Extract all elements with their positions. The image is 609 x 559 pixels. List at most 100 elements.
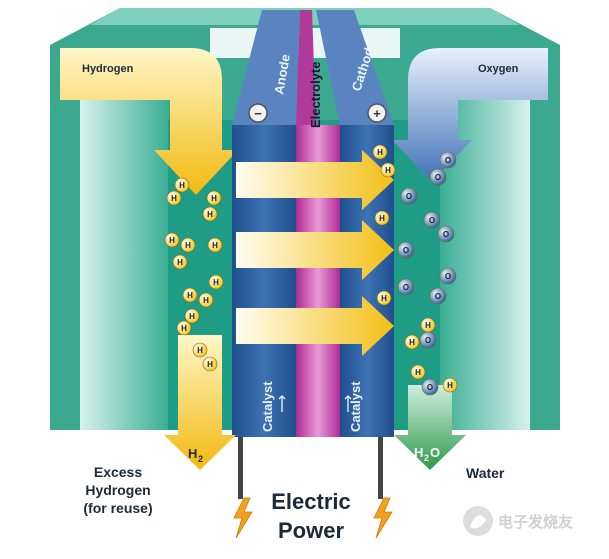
- oxygen-atom: O: [429, 168, 447, 186]
- excess-hydrogen-arrow: [164, 335, 236, 470]
- oxygen-atom: O: [437, 225, 455, 243]
- svg-text:H: H: [189, 312, 195, 321]
- oxygen-atom: O: [439, 267, 457, 285]
- hydrogen-atom: H: [202, 206, 218, 222]
- svg-text:H: H: [425, 321, 431, 330]
- oxygen-atom: O: [439, 151, 457, 169]
- hydrogen-atom: H: [206, 190, 222, 206]
- right-lightning-icon: [373, 497, 393, 539]
- cathode-lead: [378, 437, 383, 499]
- hydrogen-atom: H: [180, 237, 196, 253]
- svg-text:O: O: [443, 230, 449, 239]
- oxygen-atom: O: [421, 378, 439, 396]
- svg-text:H: H: [203, 296, 209, 305]
- catalyst-left-label: Catalyst: [260, 381, 275, 432]
- hydrogen-atom: H: [420, 317, 436, 333]
- hydrogen-atom: H: [174, 177, 190, 193]
- svg-text:H: H: [212, 241, 218, 250]
- h2-label: H: [188, 446, 197, 461]
- svg-text:H: H: [211, 194, 217, 203]
- water-label: Water: [466, 465, 505, 481]
- right-side-block: [440, 80, 530, 430]
- svg-text:H: H: [187, 291, 193, 300]
- water-outlet-arrow: [394, 385, 466, 470]
- svg-text:H: H: [381, 294, 387, 303]
- h2-subscript: 2: [198, 454, 203, 464]
- svg-text:H: H: [213, 278, 219, 287]
- electrolyte-label: Electrolyte: [308, 62, 323, 128]
- oxygen-atom: O: [397, 241, 415, 259]
- hydrogen-atom: H: [198, 292, 214, 308]
- svg-text:H: H: [379, 214, 385, 223]
- svg-text:H: H: [197, 346, 203, 355]
- hydrogen-atom: H: [176, 320, 192, 336]
- anode-label: Anode: [271, 53, 293, 95]
- cathode-terminal: +: [367, 103, 387, 123]
- svg-text:H: H: [409, 338, 415, 347]
- svg-text:H: H: [415, 368, 421, 377]
- watermark-text: 电子发烧友: [498, 513, 573, 531]
- anode-lead: [238, 437, 243, 499]
- svg-text:O: O: [435, 173, 441, 182]
- left-lightning-icon: [233, 497, 253, 539]
- svg-text:O: O: [425, 336, 431, 345]
- svg-text:H: H: [447, 381, 453, 390]
- minus-sign: −: [254, 106, 262, 121]
- oxygen-atom: O: [397, 278, 415, 296]
- svg-text:O: O: [427, 383, 433, 392]
- left-side-block: [80, 80, 168, 430]
- svg-text:O: O: [445, 272, 451, 281]
- svg-text:H: H: [207, 360, 213, 369]
- catalyst-left-pointer: [278, 395, 286, 412]
- proton-arrow-2: [236, 220, 394, 280]
- hydrogen-atom: H: [202, 356, 218, 372]
- hydrogen-atom: H: [184, 308, 200, 324]
- svg-text:H: H: [185, 241, 191, 250]
- svg-text:H: H: [177, 258, 183, 267]
- svg-text:O: O: [435, 292, 441, 301]
- svg-text:H: H: [171, 194, 177, 203]
- plus-sign: +: [373, 106, 381, 121]
- excess-label-line2: Hydrogen: [85, 482, 150, 498]
- catalyst-right-label: Catalyst: [348, 381, 363, 432]
- excess-label-line1: Excess: [94, 464, 142, 480]
- hydrogen-atom: H: [182, 287, 198, 303]
- svg-text:H: H: [377, 148, 383, 157]
- electric-label: Electric: [271, 489, 351, 514]
- h2o-h-label: H: [414, 445, 423, 460]
- svg-text:O: O: [406, 192, 412, 201]
- watermark: 电子发烧友: [463, 506, 573, 536]
- hydrogen-inlet-arrow: [60, 48, 238, 195]
- excess-label-line3: (for reuse): [83, 500, 152, 516]
- h2o-subscript: 2: [424, 453, 429, 463]
- svg-text:O: O: [403, 283, 409, 292]
- svg-text:H: H: [181, 324, 187, 333]
- svg-text:O: O: [403, 246, 409, 255]
- oxygen-label: Oxygen: [478, 63, 519, 75]
- h2o-o-label: O: [430, 445, 440, 460]
- catalyst-right-pointer: [344, 395, 352, 412]
- svg-text:H: H: [169, 236, 175, 245]
- hydrogen-atom: H: [442, 377, 458, 393]
- oxygen-atom: O: [419, 331, 437, 349]
- svg-text:H: H: [207, 210, 213, 219]
- hydrogen-atom: H: [372, 144, 388, 160]
- hydrogen-atom: H: [172, 254, 188, 270]
- hydrogen-atom: H: [166, 190, 182, 206]
- svg-text:H: H: [385, 166, 391, 175]
- hydrogen-label: Hydrogen: [82, 63, 134, 75]
- hydrogen-atom: H: [380, 162, 396, 178]
- proton-arrow-3: [236, 296, 394, 356]
- svg-text:O: O: [429, 216, 435, 225]
- power-label: Power: [278, 518, 344, 543]
- hydrogen-atom: H: [404, 334, 420, 350]
- oxygen-inlet-arrow: [392, 48, 548, 182]
- hydrogen-atom: H: [208, 274, 224, 290]
- hydrogen-atom: H: [164, 232, 180, 248]
- anode-terminal: −: [248, 103, 268, 123]
- oxygen-atom: O: [400, 187, 418, 205]
- hydrogen-atom: H: [376, 290, 392, 306]
